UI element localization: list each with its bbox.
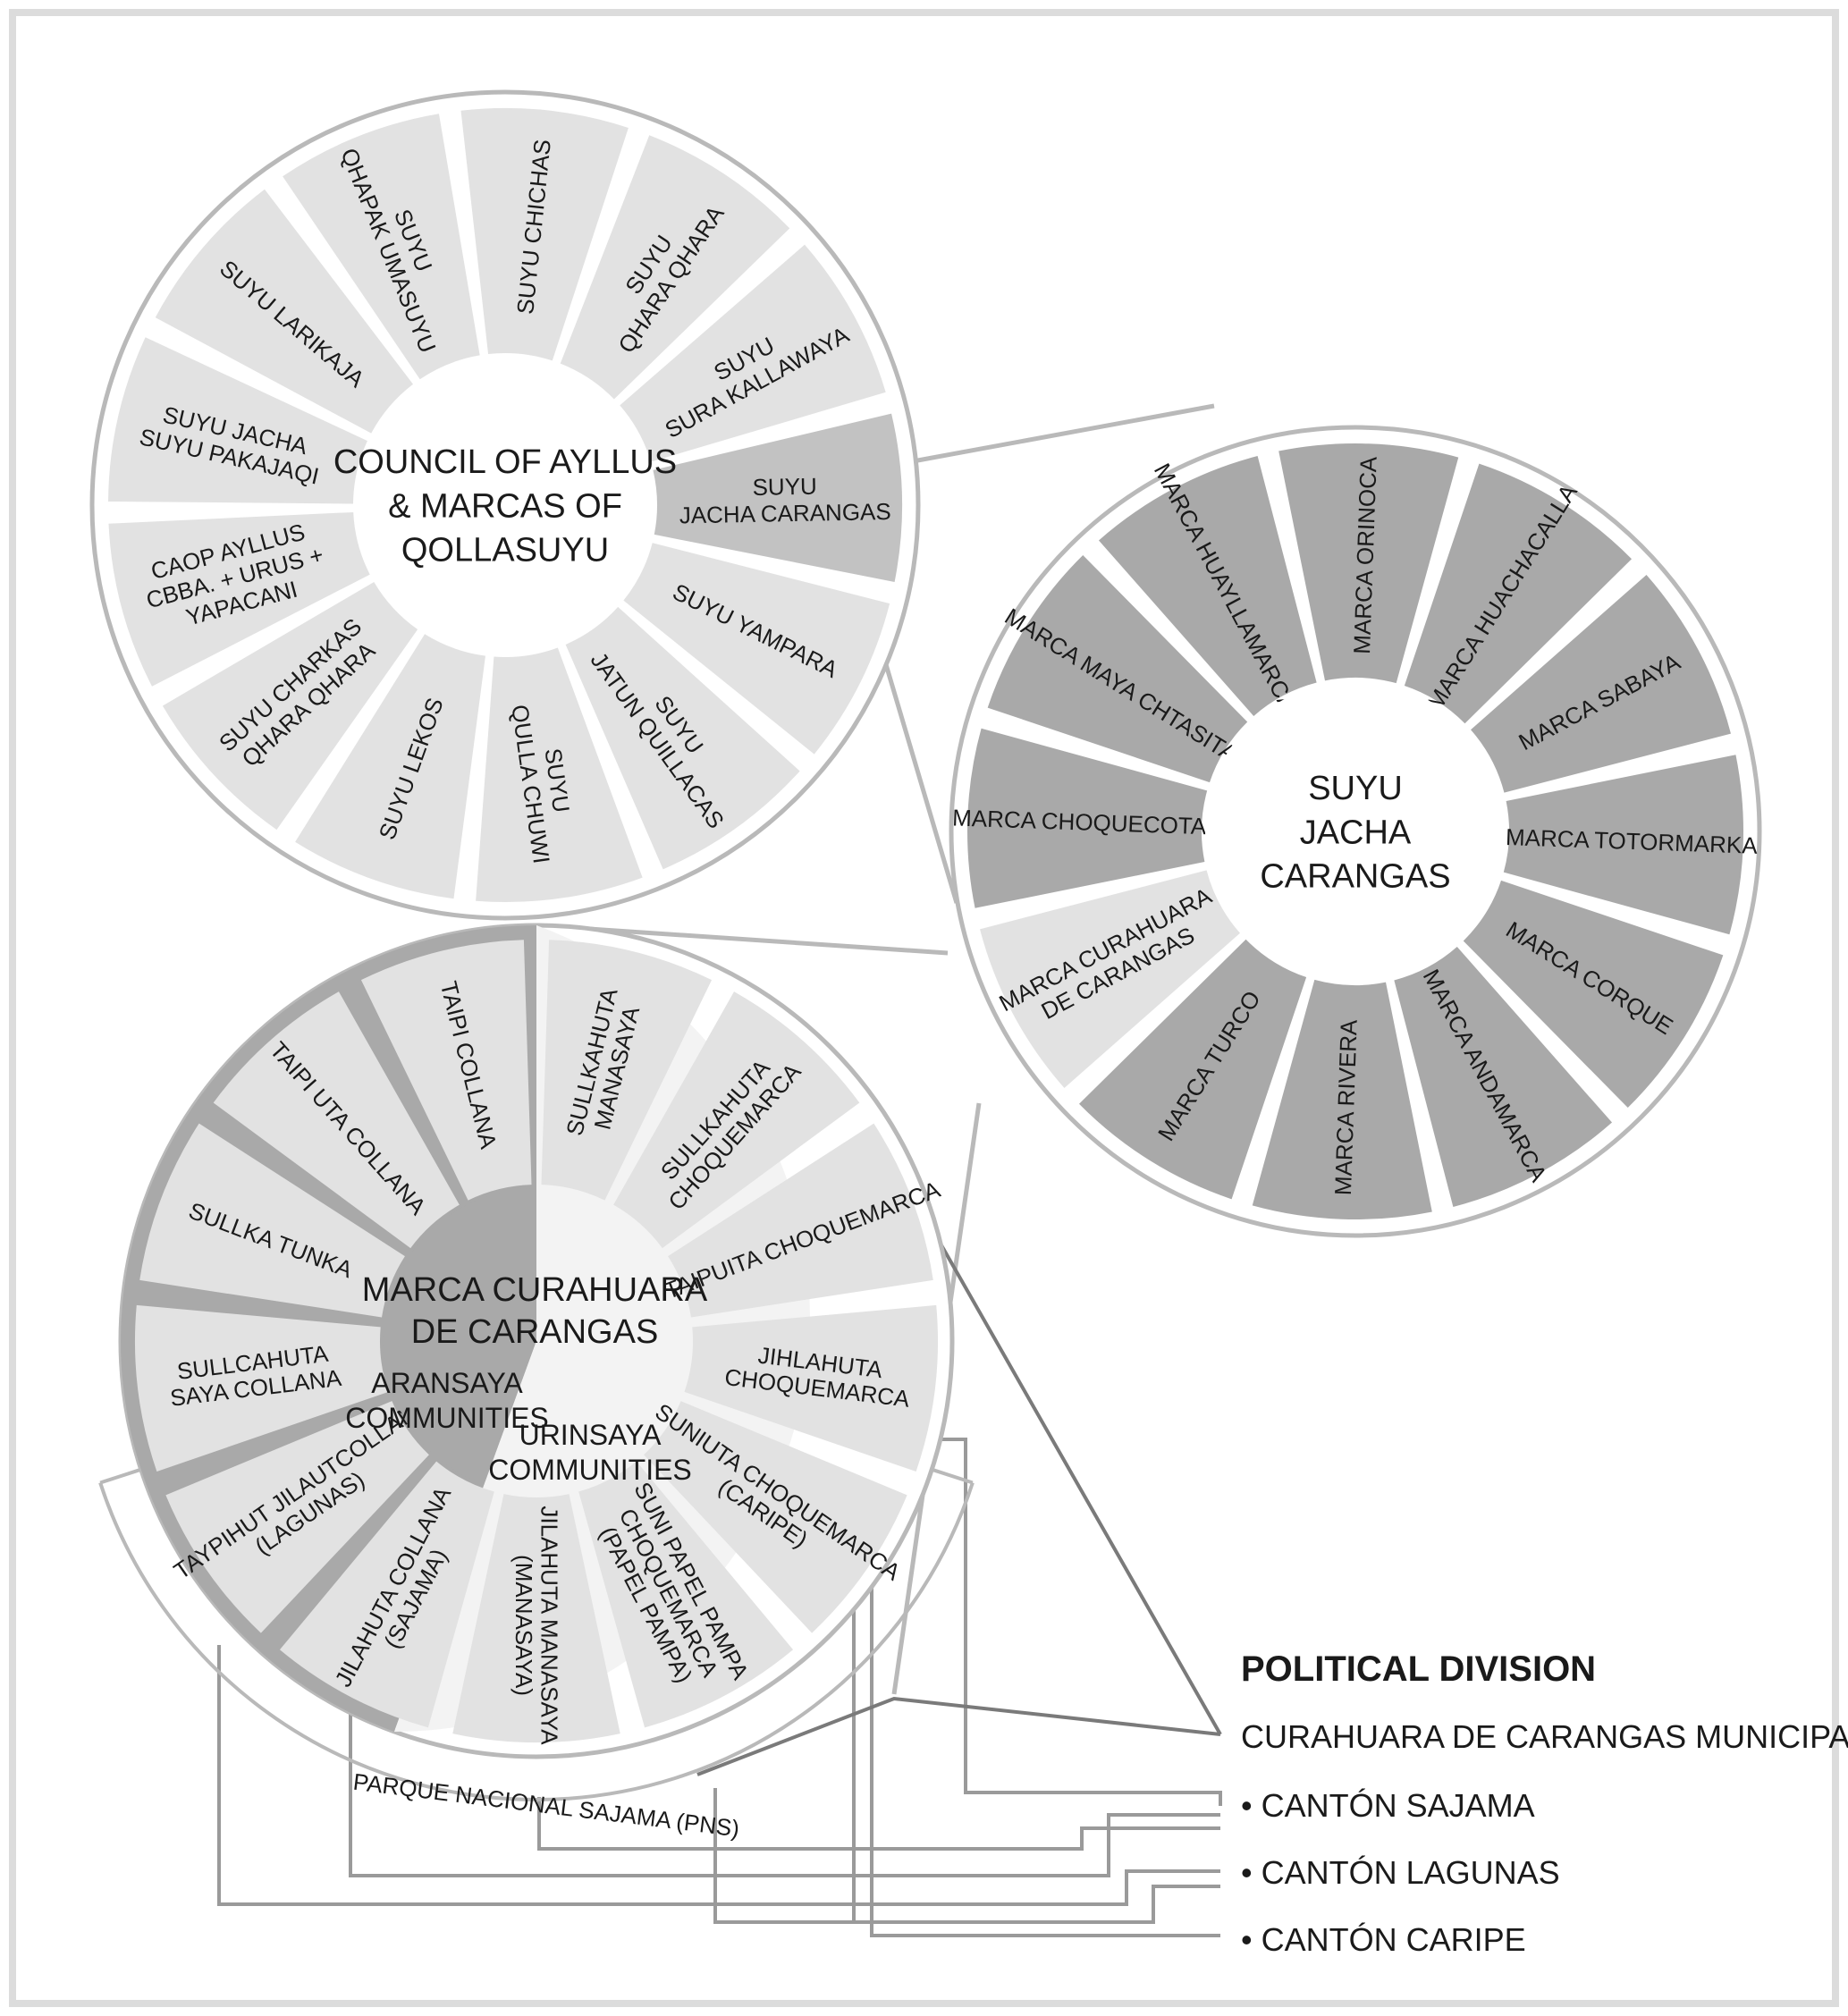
sajama-route-d (537, 1797, 1220, 1851)
suyu-segment-corque (1463, 880, 1724, 1109)
legend: POLITICAL DIVISION CURAHUARA DE CARANGAS… (1241, 1649, 1848, 1958)
sajama-route-a (964, 1438, 1222, 1806)
caripe-route-b (870, 1565, 1220, 1937)
council-segment-jacha-carangas (653, 413, 902, 583)
park-arc-end-left (99, 1467, 142, 1485)
suyu-segment-sabaya (1471, 574, 1731, 793)
lagunas-route-a (217, 1645, 1220, 1906)
council-segment-jacha-pakajaqi (108, 337, 367, 504)
municipality-pointer (696, 1696, 1221, 1776)
council-segment-larikaja (155, 189, 414, 434)
marca-segment-jilahuta-collana (279, 1461, 494, 1728)
legend-canton-sajama: • CANTÓN SAJAMA (1241, 1787, 1535, 1824)
marca-segment-taipuita-choquemarca (668, 1123, 933, 1318)
council-segment-yampara (623, 543, 890, 755)
urinsaya-hub (484, 1188, 637, 1485)
marca-segment-taipi-uta-collana (213, 991, 460, 1249)
suyu-segment-choquecota (967, 728, 1208, 908)
marca-segment-sullkahuta-choquemarca (613, 991, 860, 1249)
council-segment-lekos (295, 634, 485, 899)
council-segment-qulla-chuwi (476, 647, 643, 903)
suyu-segment-orinoca (1278, 443, 1459, 684)
suyu-segment-turco (1078, 939, 1307, 1200)
marca-segment-sullka-tunka (139, 1123, 405, 1318)
sajama-route-c (349, 1699, 1220, 1877)
marca-segment-suni-papel-pampa (578, 1461, 794, 1728)
suyu-segment-maya-chtasita (987, 554, 1248, 783)
park-boundary-arc (98, 1467, 975, 1801)
legend-municipality: CURAHUARA DE CARANGAS MUNICIPALITY (1241, 1718, 1848, 1755)
suyu-segment-curahuara (980, 870, 1240, 1089)
council-segment-chichas (460, 108, 629, 361)
council-segment-sura-kallawaya (620, 244, 886, 462)
suyu-segment-rivera (1252, 979, 1432, 1219)
marca-segment-jilahuta-manasaya (452, 1494, 620, 1742)
connector-line-0 (902, 403, 1215, 466)
marca-segment-sullkahuta-manasaya (541, 940, 713, 1201)
marca-segment-taipi-collana (360, 940, 532, 1201)
council-segment-qhara-qhara (560, 135, 790, 400)
suyu-segment-totormarka (1503, 755, 1743, 935)
marca-segment-suniuta-choquemarca (644, 1401, 907, 1633)
marca-segment-sullcahuta-saya-collana (135, 1304, 389, 1472)
legend-title: POLITICAL DIVISION (1241, 1649, 1596, 1689)
marca-segment-taypihut-jilautcollan (165, 1401, 429, 1633)
suyu-segment-rivera-label: MARCA RIVERA (1329, 1018, 1363, 1195)
legend-canton-caripe: • CANTÓN CARIPE (1241, 1921, 1526, 1958)
connector-line-1 (882, 661, 959, 904)
council-segment-caop (108, 511, 370, 687)
legend-canton-lagunas: • CANTÓN LAGUNAS (1241, 1854, 1560, 1891)
suyu-segment-andamarca (1394, 947, 1613, 1207)
lagunas-route-b (713, 1788, 1220, 1924)
suyu-segment-huayllamarca (1098, 456, 1317, 716)
council-segment-qhapak-umasuyu (283, 114, 480, 380)
suyu-segment-huachacalla (1404, 463, 1633, 724)
municipality-diagonal (892, 1161, 1222, 1735)
council-segment-jacha-carangas-label: SUYUJACHA CARANGAS (679, 471, 891, 528)
park-arc-outer (98, 1481, 975, 1801)
council-segment-charkas (162, 581, 418, 831)
marca-segment-jihlahuta-choquemarca (684, 1304, 938, 1472)
suyu-hub (1205, 681, 1506, 982)
canton-route-lines (217, 1161, 1222, 1937)
park-arc-end-right (931, 1467, 974, 1485)
council-segment-jatun-quillacas (565, 606, 800, 870)
aransaya-hub (383, 1188, 536, 1485)
marca-segment-jilahuta-manasaya-label: JILAHUTA MANASAYA(MANASAYA) (511, 1506, 563, 1745)
council-hub (357, 357, 654, 654)
